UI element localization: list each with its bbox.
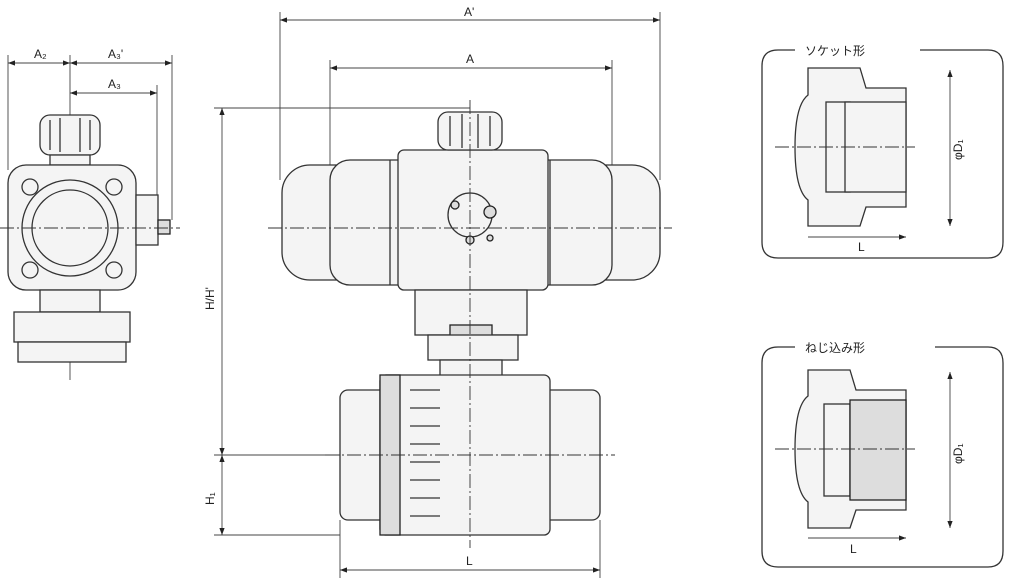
side-view: A₂ A₃' A₃ — [0, 47, 180, 380]
socket-length-label: L — [858, 240, 865, 254]
a-label: A — [466, 52, 474, 66]
socket-type-title: ソケット形 — [805, 44, 865, 58]
a3-prime-label: A₃' — [108, 47, 123, 61]
threaded-type-title: ねじ込み形 — [805, 341, 865, 355]
a2-label: A₂ — [34, 47, 47, 61]
actuator-center-block — [397, 149, 549, 291]
a3-label: A₃ — [108, 77, 121, 91]
threaded-length-label: L — [850, 542, 857, 556]
a-prime-label: A' — [464, 5, 474, 19]
threaded-diameter-label: φD₁ — [951, 444, 965, 465]
h1-label: H₁ — [203, 492, 217, 505]
socket-type-detail: ソケット形 φD₁ L — [761, 44, 1004, 259]
front-view: A' A H/H' H₁ — [203, 5, 672, 578]
socket-diameter-label: φD₁ — [951, 140, 965, 161]
h-h-prime-label: H/H' — [203, 287, 217, 310]
handle-knob — [39, 114, 101, 156]
l-label: L — [466, 554, 473, 568]
threaded-type-detail: ねじ込み形 φD₁ L — [761, 341, 1004, 568]
